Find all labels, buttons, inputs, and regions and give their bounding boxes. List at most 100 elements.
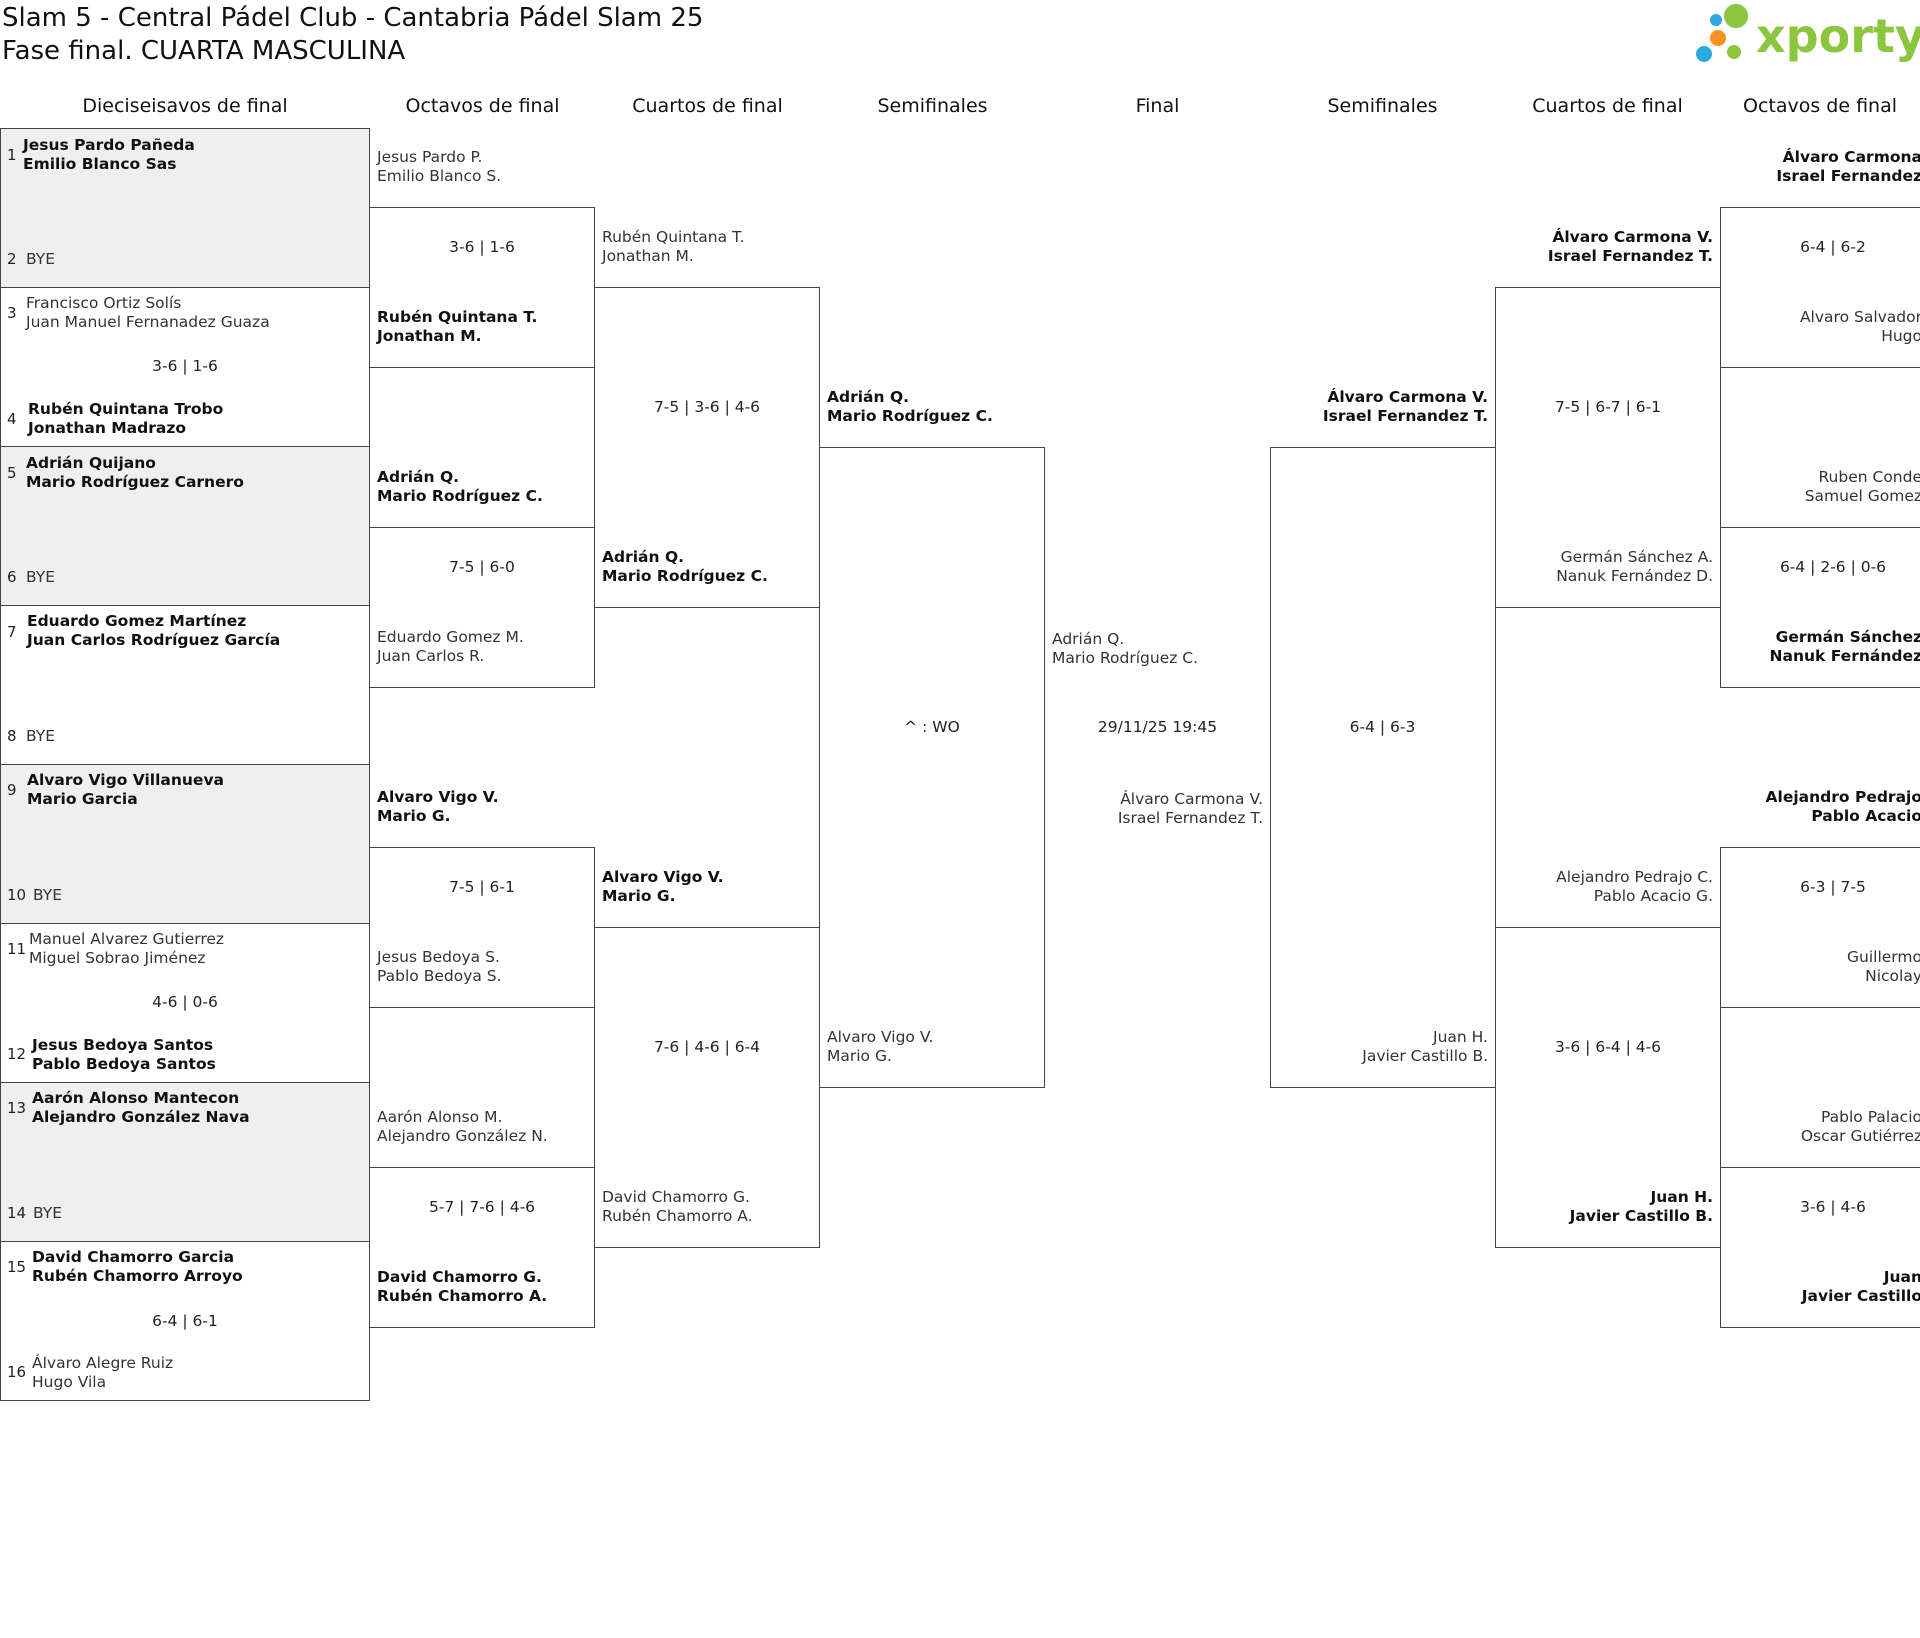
match-score: 3-6 | 6-4 | 4-6 (1554, 1038, 1662, 1056)
team-entry: Alvaro Vigo V.Mario G. (827, 1028, 934, 1065)
seed-number: 4 (7, 410, 17, 428)
phase-title: Fase final. CUARTA MASCULINA (2, 36, 406, 66)
match-score: 3-6 | 1-6 (449, 238, 515, 256)
r32-match-3 (0, 446, 370, 606)
final-datetime: 29/11/25 19:45 (1097, 718, 1218, 736)
match-score: 6-4 | 6-3 (1349, 718, 1416, 736)
r32-match-7 (0, 1082, 370, 1242)
match-score: 3-6 | 1-6 (152, 357, 218, 375)
match-score: 6-4 | 6-1 (152, 1312, 218, 1330)
sf-left-match (819, 447, 1045, 1088)
team-entry: Jesus Bedoya S.Pablo Bedoya S. (377, 948, 502, 985)
seed-number: 10 (7, 886, 27, 904)
team-entry: Jesus Pardo P.Emilio Blanco S. (377, 148, 502, 185)
team-entry: David Chamorro G.Rubén Chamorro A. (377, 1268, 548, 1305)
team-entry: Aarón Alonso M.Alejandro González N. (377, 1108, 548, 1145)
match-score: 3-6 | 4-6 (1800, 1198, 1866, 1216)
match-score: 6-4 | 6-2 (1800, 238, 1866, 256)
seed-number: 7 (7, 623, 17, 641)
team-entry: Rubén Quintana T.Jonathan M. (377, 308, 538, 345)
match-score: 7-5 | 6-7 | 6-1 (1554, 398, 1662, 416)
team-entry: Alvaro Vigo V.Mario G. (602, 868, 724, 905)
bye-entry: BYE (33, 886, 63, 904)
team-entry: Eduardo Gomez M.Juan Carlos R. (377, 628, 524, 665)
team-entry: Adrián Q.Mario Rodríguez C. (827, 388, 993, 425)
team-entry: David Chamorro G.Rubén Chamorro A. (602, 1188, 753, 1225)
match-score: ^ : WO (904, 718, 960, 736)
round-header-r32: Dieciseisavos de final (82, 95, 288, 117)
r16-right-match-3 (1720, 847, 1920, 1008)
match-score: 7-5 | 3-6 | 4-6 (653, 398, 761, 416)
round-header-qf-right: Cuartos de final (1532, 95, 1683, 117)
r32-match-1 (0, 128, 370, 288)
seed-number: 3 (7, 304, 17, 322)
team-entry: Rubén Quintana T.Jonathan M. (602, 228, 745, 265)
colored-dots-logo-icon (1696, 4, 1748, 62)
seed-number: 5 (7, 464, 17, 482)
team-entry: Álvaro Carmona V.Israel Fernandez T. (1322, 388, 1488, 425)
bye-entry: BYE (26, 250, 56, 268)
r16-right-match-1 (1720, 207, 1920, 368)
match-score: 5-7 | 7-6 | 4-6 (428, 1198, 536, 1216)
seed-number: 11 (7, 940, 27, 958)
final-team-right: Álvaro Carmona V.Israel Fernandez T. (1117, 790, 1263, 827)
round-header-sf-left: Semifinales (877, 95, 988, 117)
seed-number: 8 (7, 727, 17, 745)
round-header-r16-left: Octavos de final (405, 95, 560, 117)
team-entry: Adrián Q.Mario Rodríguez C. (602, 548, 768, 585)
match-score: 7-5 | 6-1 (449, 878, 515, 896)
qf-right-match-2 (1495, 927, 1721, 1248)
team-entry: Juan H.Javier Castillo B. (1362, 1028, 1488, 1065)
r16-right-match-2 (1720, 527, 1920, 688)
seed-number: 16 (7, 1363, 27, 1381)
round-header-r16-right: Octavos de final (1742, 95, 1898, 117)
logo-text: xporty (1756, 9, 1920, 63)
tournament-title: Slam 5 - Central Pádel Club - Cantabria … (2, 3, 704, 33)
match-score: 7-6 | 4-6 | 6-4 (653, 1038, 761, 1056)
team-entry: Juan H.Javier Castillo B. (1569, 1188, 1713, 1225)
seed-number: 2 (7, 250, 17, 268)
seed-number: 1 (7, 146, 17, 164)
team-entry: Alejandro Pedrajo C.Pablo Acacio G. (1556, 868, 1713, 905)
bye-entry: BYE (26, 727, 56, 745)
seed-number: 15 (7, 1258, 27, 1276)
round-header-final: Final (1135, 95, 1180, 117)
seed-number: 12 (7, 1045, 27, 1063)
seed-number: 6 (7, 568, 17, 586)
team-entry: Alvaro Vigo V.Mario G. (377, 788, 499, 825)
match-score: 7-5 | 6-0 (449, 558, 515, 576)
match-score: 6-4 | 2-6 | 0-6 (1779, 558, 1887, 576)
bye-entry: BYE (26, 568, 56, 586)
final-team-left: Adrián Q.Mario Rodríguez C. (1052, 630, 1199, 667)
r16-right-match-4 (1720, 1167, 1920, 1328)
xporty-logo[interactable]: xporty (1690, 0, 1920, 70)
match-score: 4-6 | 0-6 (152, 993, 218, 1011)
seed-number: 9 (7, 781, 17, 799)
team-entry: Adrián Q.Mario Rodríguez C. (377, 468, 543, 505)
round-header-sf-right: Semifinales (1327, 95, 1438, 117)
sf-right-match (1270, 447, 1496, 1088)
match-score: 6-3 | 7-5 (1800, 878, 1866, 896)
bye-entry: BYE (33, 1204, 63, 1222)
r32-match-5 (0, 764, 370, 924)
qf-right-match-1 (1495, 287, 1721, 608)
round-header-qf-left: Cuartos de final (632, 95, 783, 117)
